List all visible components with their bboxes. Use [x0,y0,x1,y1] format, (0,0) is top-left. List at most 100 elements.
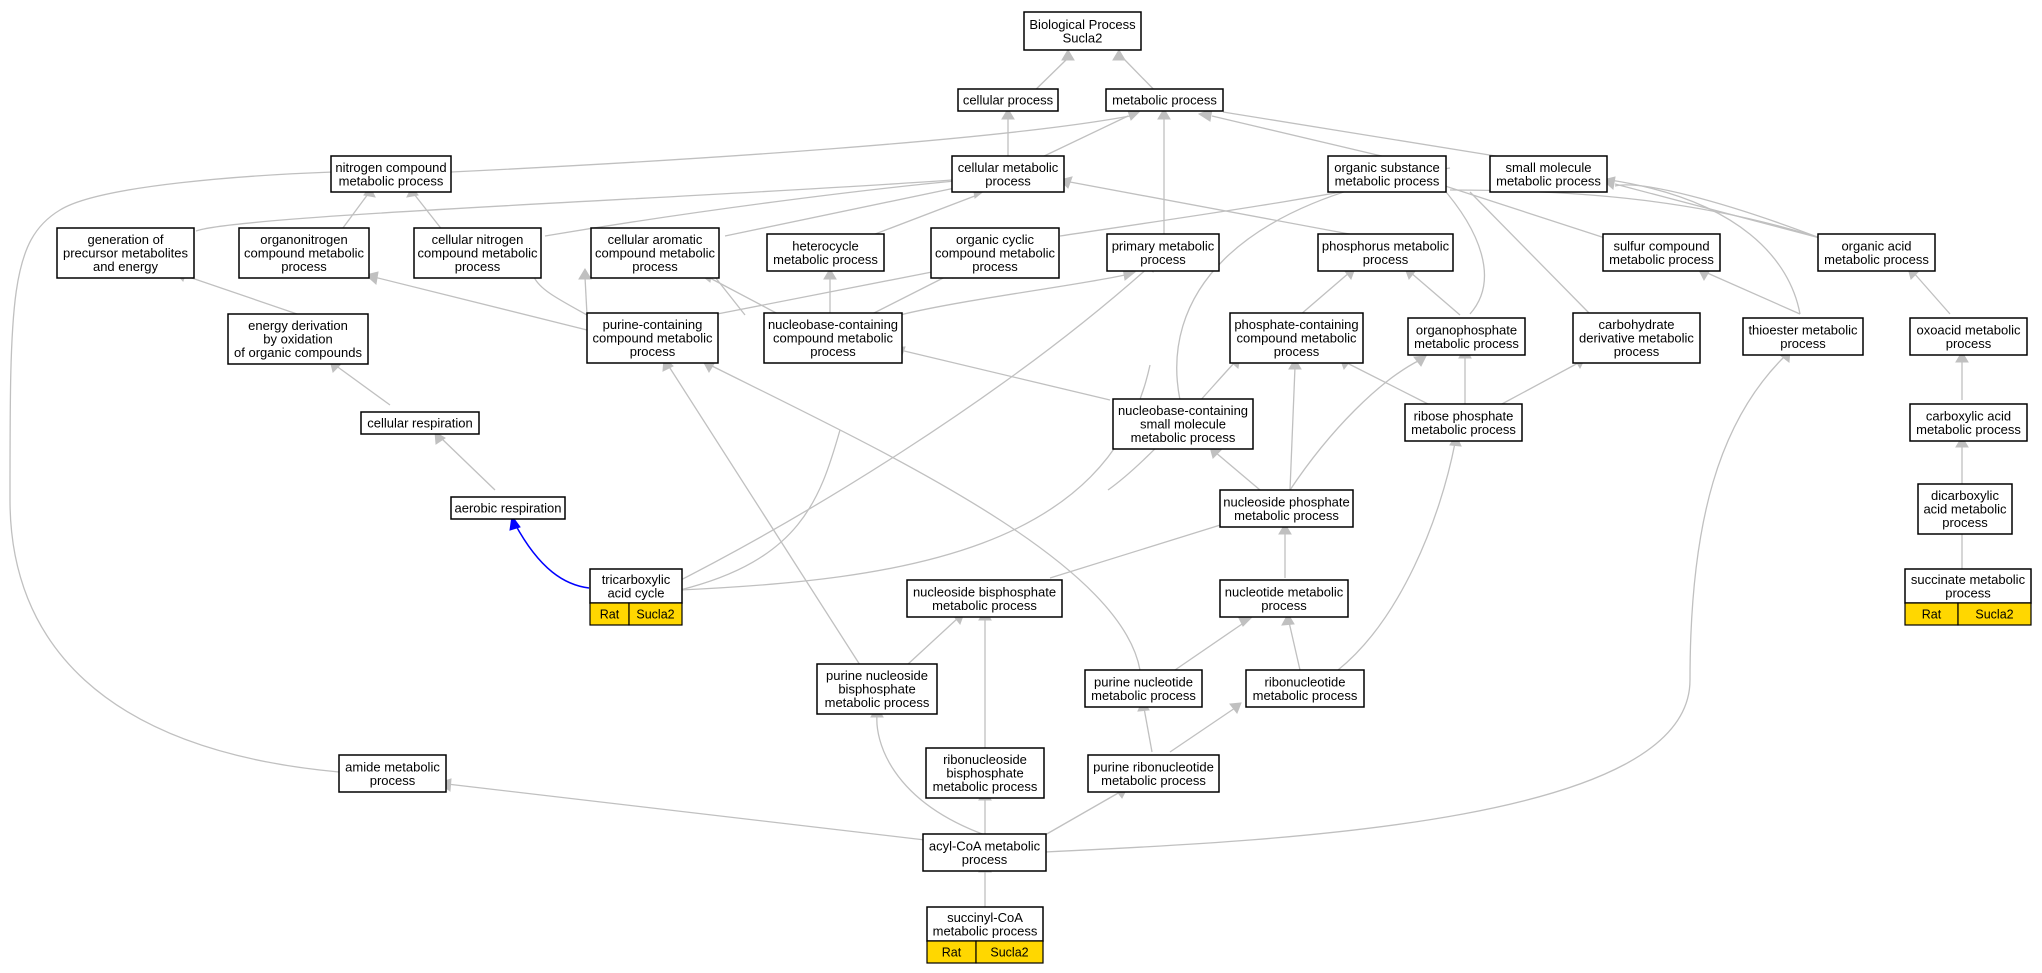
term-box [1084,669,1203,708]
term-box [1404,403,1523,442]
annotation-label: Rat [1922,608,1942,622]
term-label-line: energy derivation [248,318,348,333]
term-label-line: process [1140,252,1186,267]
term-label-line: phosphorus metabolic [1322,238,1450,253]
go-term-cellular-process[interactable]: cellular process [957,88,1059,112]
arrowhead [1001,108,1015,120]
term-label-line: metabolic process [1609,252,1714,267]
term-label-line: process [1614,344,1660,359]
term-label-line: purine ribonucleotide [1093,759,1214,774]
term-label-line: compound metabolic [1237,331,1357,346]
term-label-line: purine-containing [603,317,703,332]
edge [1449,189,1821,239]
term-box [1572,312,1701,364]
arrowhead [1112,49,1126,61]
term-box [1245,669,1365,708]
term-label-line: nucleobase-containing [768,317,898,332]
term-box [1407,317,1526,356]
term-label-line: phosphate-containing [1234,317,1358,332]
term-box [922,833,1047,872]
edge [439,436,496,491]
term-label-line: small molecule [1506,160,1592,175]
edge [450,115,1131,173]
term-box [590,227,720,279]
term-label-line: metabolic process [1414,336,1519,351]
term-label-line: nucleotide metabolic [1225,584,1344,599]
term-box [1742,317,1864,356]
edge [1439,184,1486,315]
edge [9,171,340,773]
go-term-cellular-respiration[interactable]: cellular respiration [360,411,480,435]
term-label-line: acid metabolic [1923,502,2007,517]
term-box [360,411,480,435]
go-term-metabolic-process[interactable]: metabolic process [1105,88,1224,112]
term-box [56,227,195,279]
term-box [930,227,1060,279]
term-label-line: carboxylic acid [1926,408,2011,423]
edge [1174,621,1246,671]
annotation-cell [1957,602,2032,626]
term-label-line: organic acid [1841,238,1911,253]
term-label-line: process [962,852,1008,867]
annotation-label: Sucla2 [1975,608,2013,622]
edge [906,617,959,666]
term-label-line: compound metabolic [595,246,715,261]
annotation-label: Sucla2 [636,608,674,622]
term-label-line: precursor metabolites [63,246,188,261]
term-label-line: compound metabolic [773,331,893,346]
go-term-aerobic-respiration[interactable]: aerobic respiration [450,496,566,520]
edge [1288,621,1301,671]
edge [869,193,981,237]
term-box [763,312,903,364]
edge [1289,359,1421,491]
term-label-line: process [1946,336,1992,351]
edge [1044,355,1786,853]
term-box [1909,403,2028,442]
term-label-line: process [281,259,327,274]
edge [876,714,986,836]
term-label-line: generation of [88,232,164,247]
term-label-line: organonitrogen [260,232,347,247]
term-box [1489,155,1608,193]
